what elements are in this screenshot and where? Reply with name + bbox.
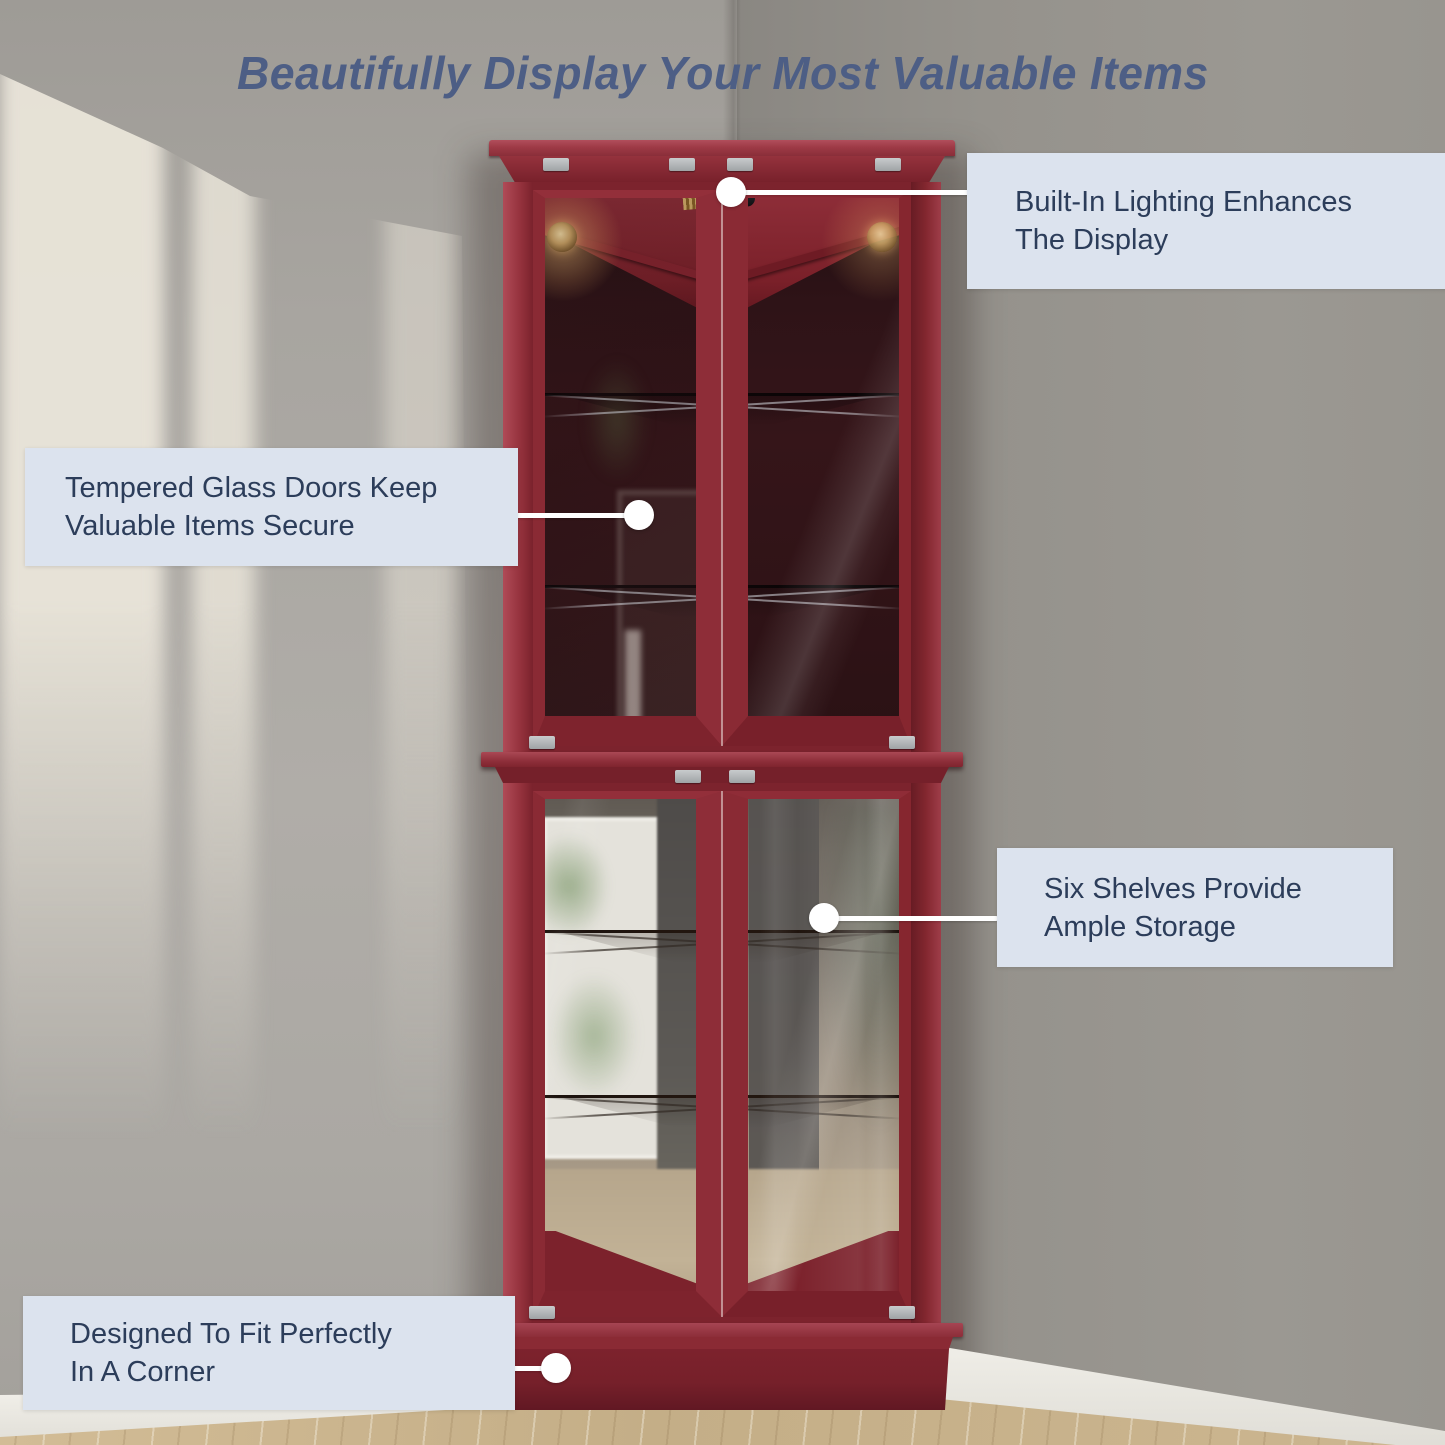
upper-door-seam (721, 190, 723, 746)
cabinet-crown-cove (499, 156, 945, 182)
leader-line-glass (477, 513, 640, 518)
corner-curio-cabinet (481, 140, 963, 1410)
cabinet-left-side-panel-lower (503, 783, 533, 1323)
cabinet-right-side-panel (911, 182, 941, 752)
light-bulb-left (547, 222, 577, 252)
cabinet-base-molding (481, 1323, 963, 1337)
leader-line-lighting (730, 190, 970, 195)
cabinet-middle-cove (495, 767, 949, 783)
upper-left-glass-door (533, 190, 722, 746)
upper-right-glass-door (722, 190, 911, 746)
lower-left-door-glass (545, 799, 696, 1291)
callout-corner-fit: Designed To Fit Perfectly In A Corner (23, 1296, 515, 1410)
callout-line: Built-In Lighting Enhances (1015, 186, 1352, 218)
window-light-patches (0, 74, 470, 1140)
page-title: Beautifully Display Your Most Valuable I… (0, 46, 1445, 100)
callout-tempered-glass: Tempered Glass Doors Keep Valuable Items… (25, 448, 518, 566)
door-hinge (889, 1306, 915, 1319)
cabinet-base-plinth (495, 1349, 949, 1410)
callout-line: Tempered Glass Doors Keep (65, 472, 438, 504)
leader-dot-glass (624, 500, 654, 530)
door-hinge (889, 736, 915, 749)
cabinet-right-side-panel-lower (911, 783, 941, 1323)
cabinet-crown-molding (489, 140, 955, 156)
upper-right-door-glass (748, 198, 899, 716)
door-hinge (669, 158, 695, 171)
lower-door-seam (721, 791, 723, 1317)
page-title-text: Beautifully Display Your Most Valuable I… (236, 47, 1209, 99)
callout-line: Six Shelves Provide (1044, 872, 1302, 905)
leader-dot-corner (541, 1353, 571, 1383)
cabinet-base-step (491, 1337, 953, 1349)
leader-dot-lighting (716, 177, 746, 207)
callout-shelves: Six Shelves Provide Ample Storage (997, 848, 1393, 967)
callout-lighting: Built-In Lighting Enhances The Display (967, 153, 1445, 289)
door-hinge (529, 1306, 555, 1319)
door-hinge (875, 158, 901, 171)
cabinet-middle-molding (481, 752, 963, 767)
light-bulb-right (867, 222, 897, 252)
lower-right-door-glass (748, 799, 899, 1291)
callout-line: Valuable Items Secure (65, 510, 355, 542)
door-hinge (529, 736, 555, 749)
leader-line-shelves (824, 916, 998, 921)
door-hinge (543, 158, 569, 171)
callout-line: The Display (1015, 224, 1169, 256)
door-hinge (727, 158, 753, 171)
door-hinge (675, 770, 701, 783)
mirror-reflection-plant (585, 358, 649, 482)
door-hinge (729, 770, 755, 783)
upper-left-door-glass (545, 198, 696, 716)
callout-line: Ample Storage (1044, 910, 1236, 943)
callout-line: In A Corner (70, 1356, 216, 1388)
lower-left-glass-door (533, 791, 722, 1317)
callout-line: Designed To Fit Perfectly (70, 1318, 392, 1350)
lower-right-glass-door (722, 791, 911, 1317)
leader-dot-shelves (809, 903, 839, 933)
